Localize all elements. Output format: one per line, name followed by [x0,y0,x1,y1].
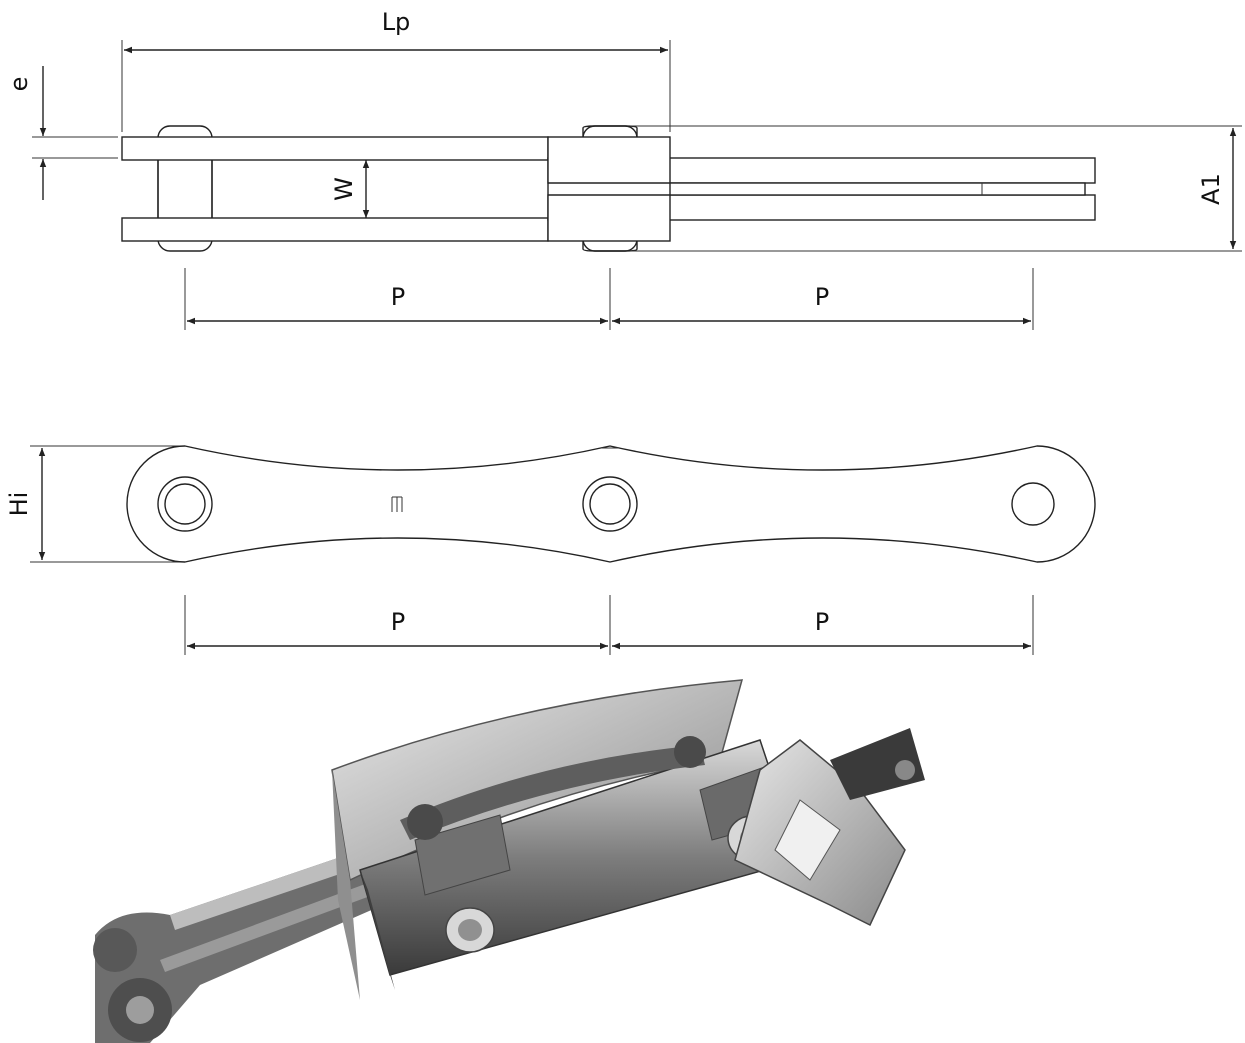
side-view: Hi P P [5,445,1096,655]
chain-with-attachment-photo [93,679,925,1043]
p-label-top-right: P [815,283,829,311]
bushing-left-inner [164,483,206,525]
a1-label: A1 [1197,173,1225,205]
bushing-middle-inner [589,483,631,525]
lp-label: Lp [382,8,411,36]
middle-link-body [547,136,671,242]
hi-label: Hi [5,492,33,517]
p-label-bottom-left: P [391,608,405,636]
top-view: Lp e W A1 [5,8,1242,330]
hole-right [1011,482,1055,526]
e-label: e [5,77,33,92]
p-label-top-left: P [391,283,405,311]
p-label-bottom-right: P [815,608,829,636]
outer-plate-top [121,136,549,161]
plate-mark-icon [391,496,403,512]
w-label: W [330,177,358,201]
outer-plate-bottom [121,217,549,242]
